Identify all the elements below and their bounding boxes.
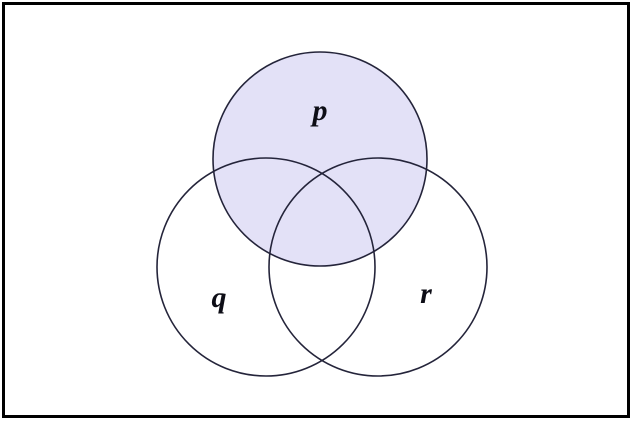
circle-p-fill [213, 52, 427, 266]
set-label-q: q [212, 281, 227, 314]
circle-p-outline[interactable] [212, 51, 428, 267]
set-label-p: p [310, 94, 328, 127]
set-label-r: r [420, 277, 432, 310]
circle-r-outline[interactable] [268, 157, 488, 377]
circle-q-outline[interactable] [156, 157, 376, 377]
